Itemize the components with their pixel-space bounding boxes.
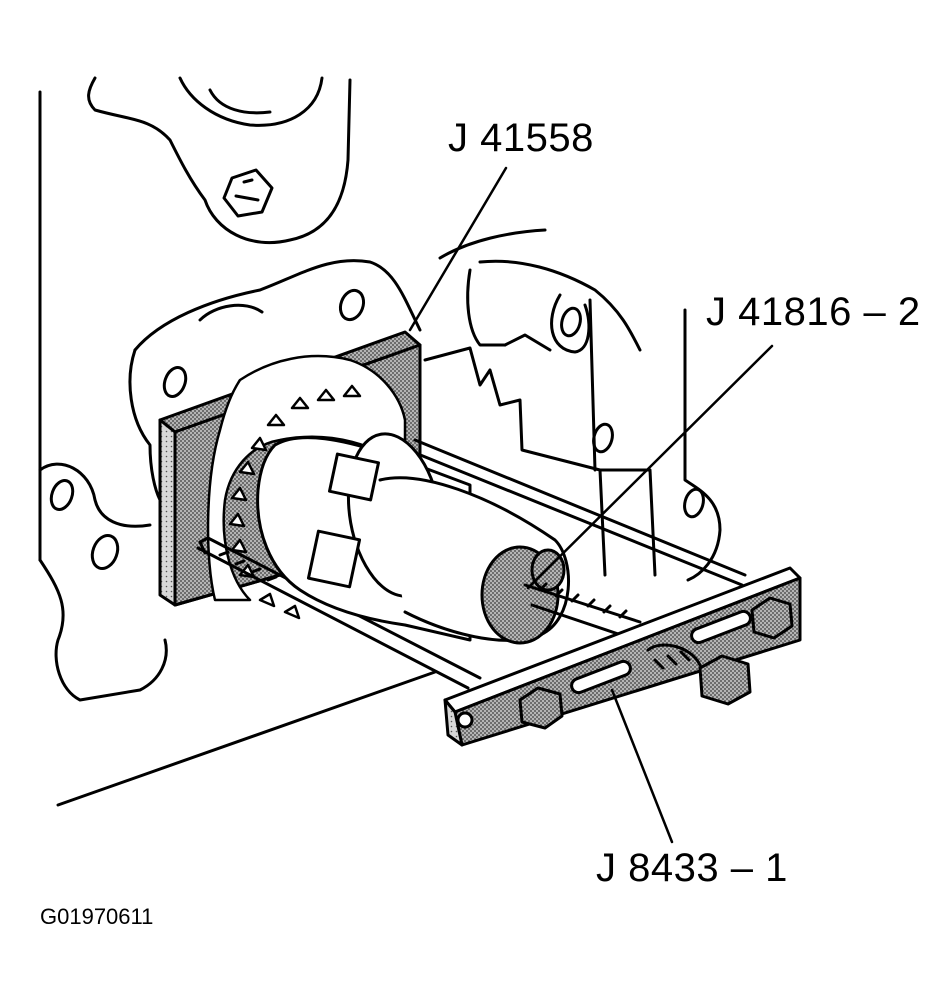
threaded-rods: [196, 438, 747, 690]
sprocket: [206, 354, 407, 620]
installer-cylinder: [256, 432, 644, 645]
callout-j41816-2: J 41816 – 2: [706, 290, 921, 334]
leader-lines: [408, 166, 774, 844]
figure-id: G01970611: [40, 904, 154, 929]
fasteners: [518, 596, 794, 730]
engine-block: [38, 76, 722, 807]
callout-j8433-1: J 8433 – 1: [596, 846, 788, 890]
callout-j41558: J 41558: [448, 116, 594, 160]
